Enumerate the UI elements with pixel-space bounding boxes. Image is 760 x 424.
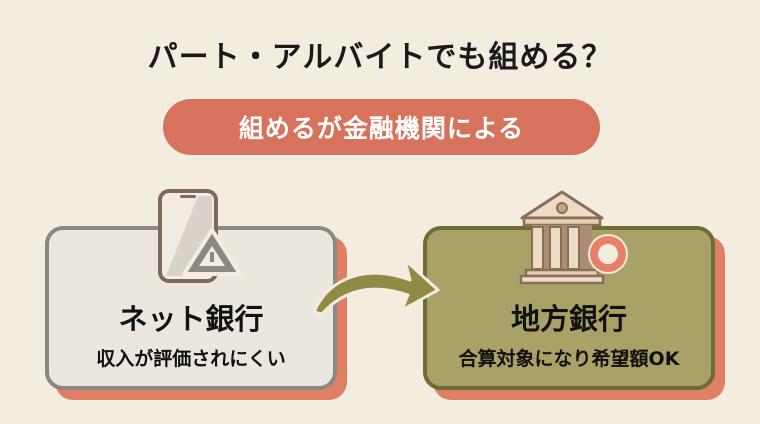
regional-bank-description: 合算対象になり希望額OK [458, 348, 680, 370]
subtitle-text: 組めるが金融機関による [238, 114, 525, 143]
net-bank-description: 収入が評価されにくい [96, 348, 286, 370]
smartphone-warning-icon [158, 189, 242, 283]
page-title: パート・アルバイトでも組める？ [147, 40, 613, 75]
bank-building-icon [519, 190, 628, 285]
subtitle-pill: 組めるが金融機関による [163, 99, 600, 155]
net-bank-title: ネット銀行 [118, 302, 264, 336]
regional-bank-title: 地方銀行 [510, 302, 627, 336]
curved-arrow-right-icon [312, 258, 440, 316]
